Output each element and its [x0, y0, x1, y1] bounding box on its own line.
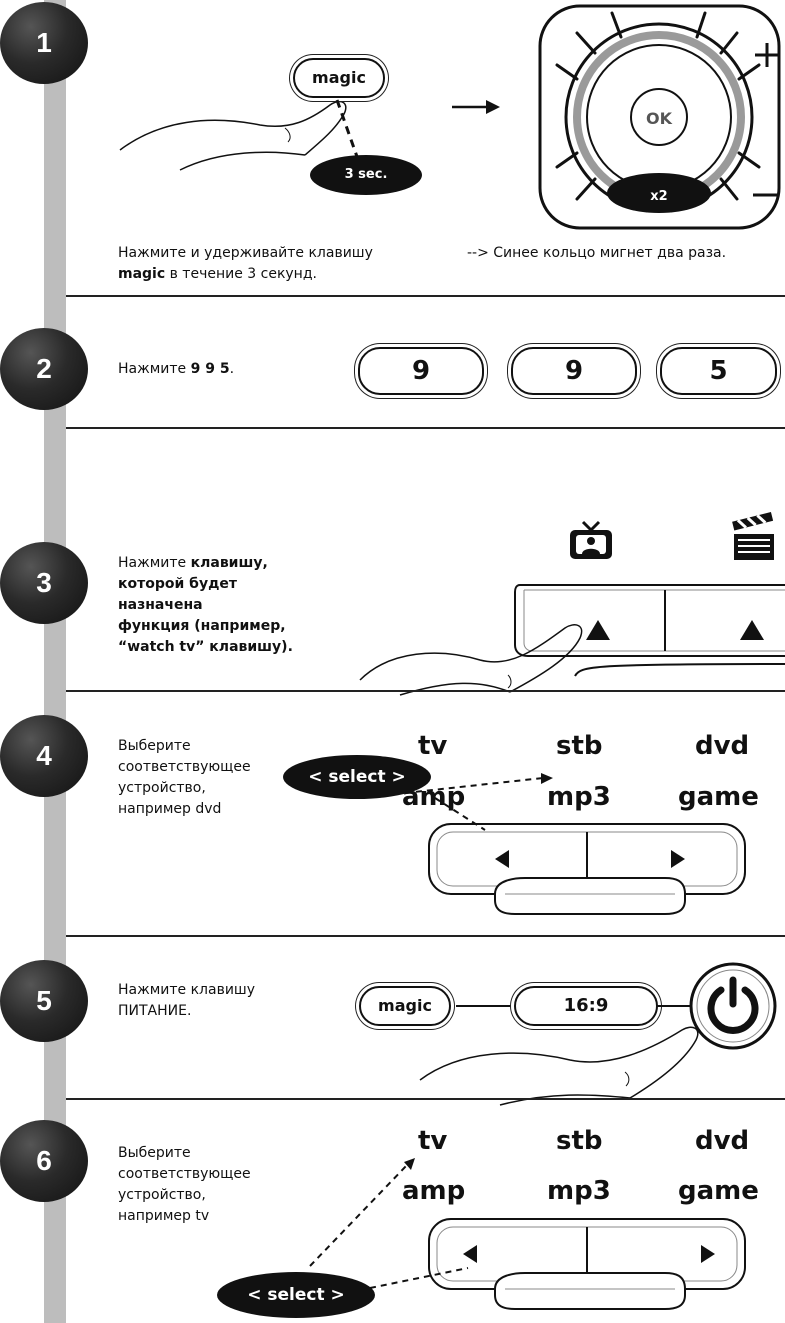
- step-4-instruction: Выберите соответствующее устройство, нап…: [118, 736, 251, 820]
- key-9-first: 9: [358, 347, 484, 395]
- step-4-badge: 4: [0, 715, 88, 797]
- device-stb-label: stb: [556, 731, 603, 761]
- key-9-second: 9: [511, 347, 637, 395]
- arrow-icon: [452, 100, 500, 114]
- hand-illustration: [119, 100, 347, 171]
- step-3-bold-1: клавишу,: [190, 555, 268, 571]
- device-mp3-label: mp3: [547, 782, 611, 812]
- tv-icon: [570, 520, 612, 559]
- hand-illustration: [419, 1026, 699, 1106]
- device-dvd-label: dvd: [695, 1126, 750, 1156]
- step-1-line-2-rest: в течение 3 секунд.: [165, 266, 317, 282]
- step-3-line-1: Нажмите клавишу,: [118, 553, 293, 574]
- clapperboard-icon: [732, 512, 774, 560]
- timer-badge: 3 sec.: [310, 155, 422, 195]
- step-2-prefix: Нажмите: [118, 361, 191, 377]
- step-1-badge: 1: [0, 2, 88, 84]
- step-6-line-3: устройство,: [118, 1187, 206, 1203]
- step-3-bold-2: которой будет: [118, 576, 237, 592]
- step-5-line-1: Нажмите клавишу: [118, 982, 256, 998]
- step-4-line-3: устройство,: [118, 780, 206, 796]
- step-5-badge: 5: [0, 960, 88, 1042]
- section-divider: [66, 295, 785, 297]
- step-6-badge: 6: [0, 1120, 88, 1202]
- magic-key: magic: [359, 986, 451, 1026]
- step-3-prefix: Нажмите: [118, 555, 191, 571]
- step-1-line-2: magic в течение 3 секунд.: [118, 264, 373, 285]
- connector-line: [456, 1005, 514, 1007]
- section-divider: [66, 935, 785, 937]
- step-3-bold-5: “watch tv” клавишу).: [118, 639, 293, 655]
- ratio-key: 16:9: [514, 986, 658, 1026]
- step-2-badge: 2: [0, 328, 88, 410]
- x2-label: x2: [650, 189, 667, 204]
- nav-keys: [428, 823, 746, 915]
- step-5-line-2: ПИТАНИЕ.: [118, 1003, 192, 1019]
- section-divider: [66, 427, 785, 429]
- step-4-line-4: например dvd: [118, 801, 222, 817]
- step-5-instruction: Нажмите клавишу ПИТАНИЕ.: [118, 980, 255, 1022]
- step-3-bold-3: назначена: [118, 597, 203, 613]
- ok-key-label: OK: [646, 109, 673, 128]
- device-game-label: game: [678, 1176, 759, 1206]
- step-1-line-1: Нажмите и удерживайте клавишу: [118, 245, 373, 261]
- device-tv-label: tv: [418, 1126, 448, 1156]
- step-1-instruction: Нажмите и удерживайте клавишу magic в те…: [118, 243, 373, 285]
- step-2-suffix: .: [229, 361, 235, 377]
- key-5: 5: [660, 347, 777, 395]
- step-2-instruction: Нажмите 9 9 5.: [118, 359, 234, 380]
- step-3-bold-4: функция (например,: [118, 618, 286, 634]
- device-amp-label: amp: [402, 1176, 466, 1206]
- magic-bold: magic: [118, 266, 166, 282]
- step-1-result: --> Синее кольцо мигнет два раза.: [467, 245, 727, 261]
- nav-keys: [428, 1218, 746, 1310]
- step-6-instruction: Выберите соответствующее устройство, нап…: [118, 1143, 251, 1227]
- device-game-label: game: [678, 782, 759, 812]
- connector-line: [657, 1005, 705, 1007]
- device-dvd-label: dvd: [695, 731, 750, 761]
- device-tv-label: tv: [418, 731, 448, 761]
- select-badge: < select >: [217, 1272, 375, 1318]
- device-stb-label: stb: [556, 1126, 603, 1156]
- power-icon: [689, 962, 777, 1050]
- function-keys: [359, 584, 785, 696]
- dial-illustration: OK x2: [538, 4, 781, 230]
- select-badge: < select >: [283, 755, 431, 799]
- step-6-line-4: например tv: [118, 1208, 210, 1224]
- magic-key: magic: [293, 58, 385, 98]
- dashed-arrow: [404, 773, 553, 831]
- step-4-line-1: Выберите: [118, 738, 191, 754]
- step-2-bold: 9 9 5: [190, 361, 230, 377]
- step-6-line-2: соответствующее: [118, 1166, 251, 1182]
- section-divider: [66, 690, 785, 692]
- dashed-arrow: [309, 1158, 469, 1289]
- device-mp3-label: mp3: [547, 1176, 611, 1206]
- step-4-line-2: соответствующее: [118, 759, 251, 775]
- step-3-badge: 3: [0, 542, 88, 624]
- step-6-line-1: Выберите: [118, 1145, 191, 1161]
- step-3-instruction: Нажмите клавишу, которой будет назначена…: [118, 553, 293, 658]
- section-divider: [66, 1098, 785, 1100]
